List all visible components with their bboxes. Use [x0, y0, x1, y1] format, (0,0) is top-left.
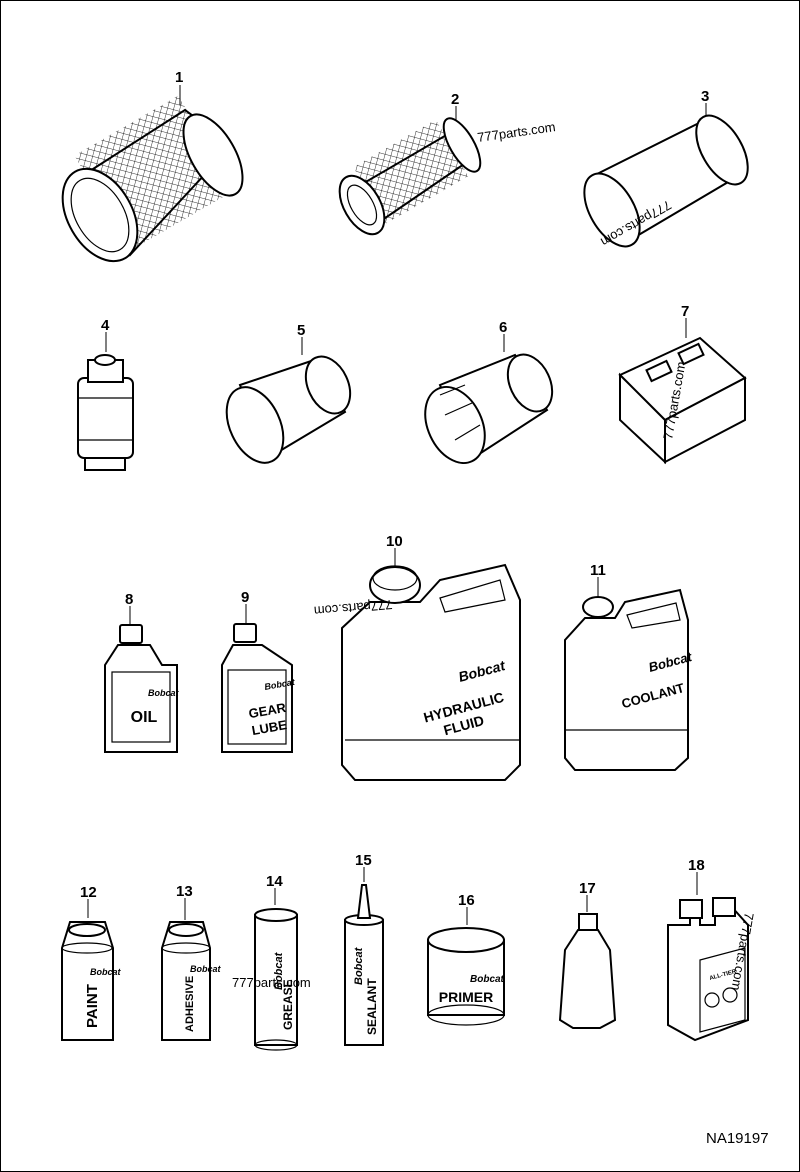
- grease-tube: [254, 908, 298, 1051]
- primer-can: [427, 927, 505, 1026]
- part-number-8: 8: [125, 591, 133, 608]
- watermark-1: 777parts.com: [476, 119, 556, 145]
- part-number-13: 13: [176, 883, 193, 900]
- adhesive-spray-can: [161, 921, 211, 1041]
- sealant-label: SEALANT: [365, 978, 379, 1035]
- gear-lube-label-line1: GEAR: [247, 700, 287, 721]
- part-number-4: 4: [101, 317, 110, 334]
- oil-label: OIL: [131, 709, 158, 726]
- hydraulic-filter-cylinder: [583, 114, 749, 248]
- watermark-4: 777parts.com: [313, 597, 393, 619]
- dual-chamber-bottle: [667, 897, 749, 1042]
- fuel-filter: [77, 354, 134, 471]
- primer-label: PRIMER: [439, 989, 493, 1005]
- part-number-1: 1: [175, 69, 183, 86]
- part-number-6: 6: [499, 319, 507, 336]
- oil-filter-smooth: [225, 355, 352, 464]
- leader-lines: [87, 85, 707, 925]
- sealant-brand: Bobcat: [353, 946, 365, 985]
- watermarks: 777parts.com 777parts.com 777parts.com 7…: [232, 119, 757, 991]
- adhesive-label: ADHESIVE: [184, 976, 196, 1032]
- part-number-2: 2: [451, 91, 459, 108]
- part-number-14: 14: [266, 873, 283, 890]
- battery: [618, 336, 747, 465]
- paint-brand: Bobcat: [90, 967, 122, 977]
- part-number-7: 7: [681, 303, 689, 320]
- adhesive-brand: Bobcat: [190, 964, 222, 974]
- air-filter-outer: [61, 95, 244, 263]
- part-number-10: 10: [386, 533, 403, 550]
- gear-lube-label-line2: LUBE: [250, 717, 288, 738]
- part-number-labels: 1 2 3 4 5 6 7 8 9 10 11 12 13 14 15 16 1…: [80, 69, 709, 909]
- primer-brand: Bobcat: [470, 974, 505, 985]
- oil-filter-ribbed: [424, 353, 554, 465]
- oil-brand: Bobcat: [148, 688, 180, 698]
- part-number-17: 17: [579, 880, 596, 897]
- part-number-15: 15: [355, 852, 372, 869]
- grease-brand: Bobcat: [273, 951, 285, 990]
- drawing-code: NA19197: [706, 1130, 769, 1147]
- sealant-tube: [344, 884, 384, 1046]
- part-number-5: 5: [297, 322, 305, 339]
- oil-bottle: [104, 624, 178, 753]
- part-number-11: 11: [590, 562, 606, 579]
- part-number-12: 12: [80, 884, 97, 901]
- grease-label: GREASE: [281, 979, 295, 1030]
- air-filter-inner: [338, 117, 482, 236]
- coolant-jug: [564, 588, 689, 771]
- hydraulic-fluid-jug: [341, 563, 521, 781]
- paint-label: PAINT: [84, 984, 101, 1028]
- watermark-5: 777parts.com: [232, 975, 311, 990]
- part-number-16: 16: [458, 892, 475, 909]
- small-bottle: [558, 913, 617, 1029]
- gear-lube-bottle: [221, 623, 293, 753]
- part-number-3: 3: [701, 88, 709, 105]
- part-number-9: 9: [241, 589, 249, 606]
- part-number-18: 18: [688, 857, 705, 874]
- paint-spray-can: [61, 921, 114, 1041]
